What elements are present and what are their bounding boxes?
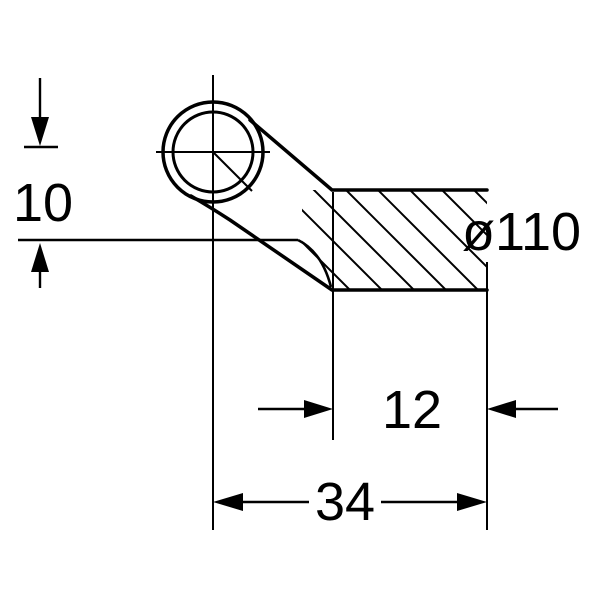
pipe-outline [161, 100, 489, 292]
pipe-outer-circle [161, 100, 265, 204]
bend-axis-centerline [212, 151, 253, 192]
dim-diameter-label: ø110 [462, 202, 581, 262]
dim-10-label: 10 [13, 173, 73, 233]
arrow-down-icon [31, 117, 49, 146]
dim-12-label: 12 [382, 380, 442, 440]
pipe-top-edge [248, 118, 489, 192]
dimension-12: 12 [258, 192, 558, 530]
arrow-right-icon [457, 493, 487, 511]
dim-34-label: 34 [315, 472, 375, 532]
arrow-left-icon [487, 400, 516, 418]
dimension-34: 34 [213, 472, 487, 532]
centerlines [156, 75, 270, 530]
dimension-10: 10 [13, 78, 298, 288]
inner-bend-curve [297, 238, 333, 288]
pipe-bottom-edge [189, 194, 489, 292]
arrow-left-icon [213, 493, 243, 511]
pipe-inner-circle [171, 110, 255, 194]
arrow-right-icon [304, 400, 333, 418]
arrow-up-icon [31, 243, 49, 272]
